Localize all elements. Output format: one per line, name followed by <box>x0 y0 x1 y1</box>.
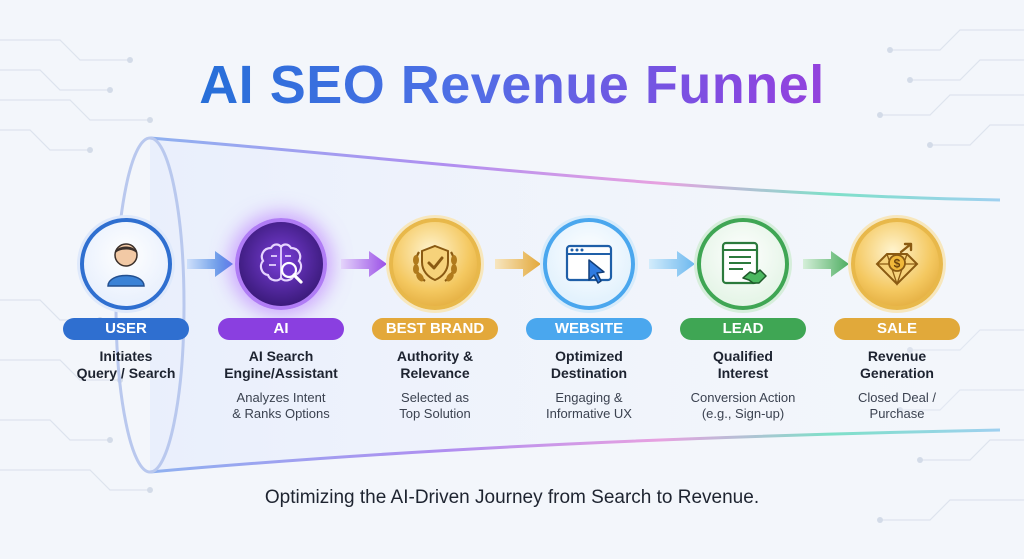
money-growth-icon: $ <box>875 242 919 287</box>
stage-heading: AI Search Engine/Assistant <box>224 348 338 381</box>
stage-user: USER Initiates Query / Search <box>51 218 201 390</box>
brain-search-icon <box>259 243 303 284</box>
shield-laurel-icon <box>413 244 457 282</box>
stage-icon-circle <box>235 218 327 310</box>
stage-icon-circle <box>697 218 789 310</box>
stage-best-brand: BEST BRAND Authority & Relevance Selecte… <box>360 218 510 422</box>
stage-heading: Optimized Destination <box>550 348 628 381</box>
form-handshake-icon <box>721 241 767 285</box>
browser-cursor-icon <box>565 244 613 284</box>
stage-heading: Revenue Generation <box>860 348 934 381</box>
stage-detail: Engaging & Informative UX <box>546 390 632 421</box>
stage-icon-circle <box>80 218 172 310</box>
stage-label-pill: LEAD <box>680 318 806 340</box>
stage-label-pill: USER <box>63 318 189 340</box>
stage-label-pill: AI <box>218 318 344 340</box>
stage-ai: AI AI Search Engine/Assistant Analyzes I… <box>206 218 356 422</box>
page-title: AI SEO Revenue Funnel <box>0 54 1024 116</box>
flow-arrow <box>341 251 387 277</box>
svg-text:$: $ <box>894 257 901 271</box>
stage-heading: Qualified Interest <box>713 348 773 381</box>
flow-arrow <box>803 251 849 277</box>
stage-detail: Analyzes Intent & Ranks Options <box>232 390 330 421</box>
stage-website: WEBSITE Optimized Destination Engaging &… <box>514 218 664 422</box>
stage-sale: $ SALE Revenue Generation Closed Deal / … <box>822 218 972 422</box>
stage-icon-circle <box>389 218 481 310</box>
stage-label-pill: WEBSITE <box>526 318 652 340</box>
stage-label-pill: SALE <box>834 318 960 340</box>
stage-heading: Authority & Relevance <box>396 348 474 381</box>
stage-lead: LEAD Qualified Interest Conversion Actio… <box>668 218 818 422</box>
stage-label-pill: BEST BRAND <box>372 318 498 340</box>
stage-detail: Conversion Action (e.g., Sign-up) <box>690 390 796 421</box>
user-icon <box>107 243 145 287</box>
footer-tagline: Optimizing the AI-Driven Journey from Se… <box>264 487 760 508</box>
flow-arrow <box>649 251 695 277</box>
stage-icon-circle <box>543 218 635 310</box>
stage-detail: Selected as Top Solution <box>399 390 471 421</box>
flow-arrow <box>495 251 541 277</box>
stage-icon-circle: $ <box>851 218 943 310</box>
flow-arrow <box>187 251 233 277</box>
stage-heading: Initiates Query / Search <box>76 348 176 381</box>
stage-detail: Closed Deal / Purchase <box>857 390 937 421</box>
